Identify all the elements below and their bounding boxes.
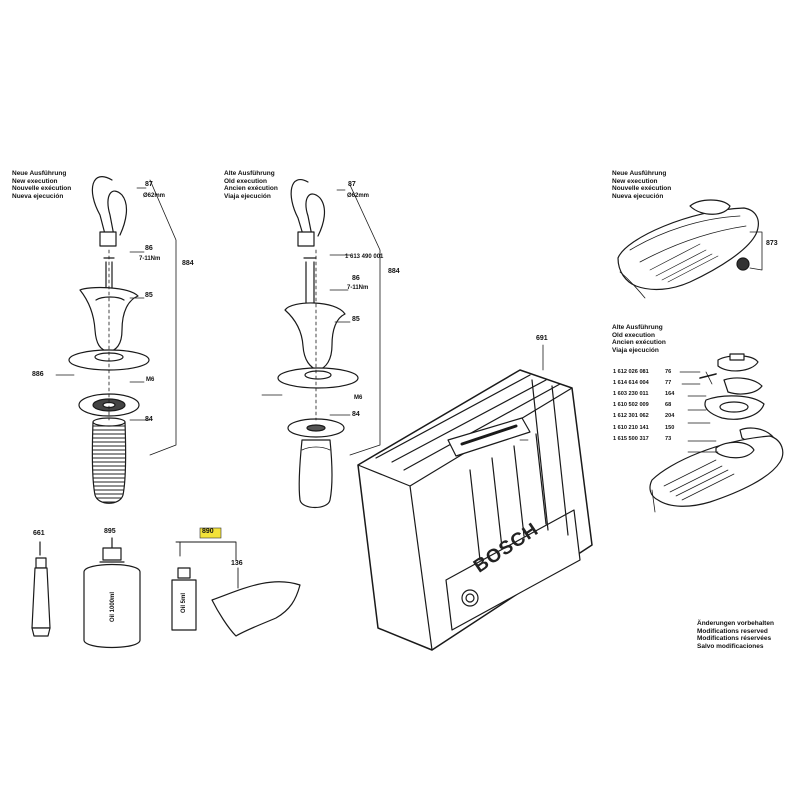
callout-85-mid: 85 xyxy=(352,316,360,323)
cover-new-execution xyxy=(617,199,763,299)
callout-d62-left: Ø62mm xyxy=(143,193,166,199)
part-number: 1 612 301 062 xyxy=(613,413,649,420)
header-line-de: Alte Ausführung xyxy=(224,170,275,177)
header-line-fr: Nouvelle exécution xyxy=(12,185,72,193)
callout-torque-left: 7-11Nm xyxy=(139,256,161,262)
footer-line-de: Änderungen vorbehalten xyxy=(697,620,774,627)
oil-1000ml-label: Oil 1000ml xyxy=(110,591,116,623)
part-ref: 73 xyxy=(665,435,672,442)
middle-handle-assembly xyxy=(261,179,381,509)
parts-number-table: 1 612 026 081 76 1 614 614 004 77 1 603 23… xyxy=(613,366,683,444)
callout-m6-mid: M6 xyxy=(354,395,363,401)
modifications-reserved-note: Änderungen vorbehalten Modifications res… xyxy=(697,620,774,650)
part-number: 1 614 614 004 xyxy=(613,379,649,386)
header-line-en: Old execution xyxy=(612,331,655,339)
callout-m6-left: M6 xyxy=(146,377,155,383)
carrying-case xyxy=(357,344,593,651)
callout-886-left: 886 xyxy=(32,371,44,378)
part-ref: 68 xyxy=(665,402,672,409)
header-line-en: New execution xyxy=(612,177,658,185)
header-line-fr: Nouvelle exécution xyxy=(612,185,672,193)
cover-old-execution xyxy=(649,353,784,513)
callout-890: 890 xyxy=(202,528,214,535)
part-number: 1 610 502 009 xyxy=(613,402,649,409)
part-number: 1 615 500 317 xyxy=(613,435,649,442)
callout-136: 136 xyxy=(231,560,243,567)
table-row: 1 612 301 062 204 xyxy=(613,411,683,422)
callout-661: 661 xyxy=(33,530,45,537)
header-new-execution-left: Neue Ausführung New execution Nouvelle e… xyxy=(12,170,71,200)
callout-84-left: 84 xyxy=(145,416,153,423)
header-new-execution-right: Neue Ausführung New execution Nouvelle e… xyxy=(612,170,671,200)
callout-84-mid: 84 xyxy=(352,411,360,418)
table-row: 1 615 500 317 73 xyxy=(613,433,683,444)
header-line-de: Alte Ausführung xyxy=(612,324,663,331)
oil-label-line: Oil xyxy=(110,614,116,623)
table-row: 1 603 230 011 164 xyxy=(613,388,683,399)
header-line-es: Viaja ejecución xyxy=(224,192,271,200)
table-row: 1 610 210 141 150 xyxy=(613,422,683,433)
header-line-fr: Ancien exécution xyxy=(224,185,278,193)
table-row: 1 614 614 004 77 xyxy=(613,377,683,388)
table-row: 1 610 502 009 68 xyxy=(613,400,683,411)
header-old-execution-right: Alte Ausführung Old execution Ancien exé… xyxy=(612,324,666,354)
header-line-es: Nueva ejecución xyxy=(612,192,664,200)
part-ref: 77 xyxy=(665,379,672,386)
highlight-890 xyxy=(199,527,222,539)
part-ref: 164 xyxy=(665,390,675,397)
callout-87-left: 87 xyxy=(145,181,153,188)
callout-873: 873 xyxy=(766,240,778,247)
oil-label-line: Oil xyxy=(181,605,187,614)
part-ref: 204 xyxy=(665,413,675,420)
part-number: 1 612 026 081 xyxy=(613,368,649,375)
header-line-en: New execution xyxy=(12,177,58,185)
part-ref: 76 xyxy=(665,368,672,375)
callout-87-mid: 87 xyxy=(348,181,356,188)
header-old-execution-mid: Alte Ausführung Old execution Ancien exé… xyxy=(224,170,278,200)
left-handle-assembly xyxy=(55,176,177,504)
accessories xyxy=(31,537,301,649)
oil-5ml-label: Oil 5ml xyxy=(181,591,187,615)
header-line-de: Neue Ausführung xyxy=(612,170,667,177)
callout-torque-mid: 7-11Nm xyxy=(347,285,369,291)
callout-part-1613490001: 1 613 490 001 xyxy=(345,254,384,260)
footer-line-es: Salvo modificaciones xyxy=(697,642,764,650)
footer-line-en: Modifications reserved xyxy=(697,627,768,635)
callout-691: 691 xyxy=(536,335,548,342)
header-line-fr: Ancien exécution xyxy=(612,339,666,347)
callout-884-mid: 884 xyxy=(388,268,400,275)
header-line-es: Nueva ejecución xyxy=(12,192,64,200)
oil-volume-line: 1000ml xyxy=(110,591,116,613)
header-line-es: Viaja ejecución xyxy=(612,346,659,354)
footer-line-fr: Modifications réservées xyxy=(697,635,772,643)
part-number: 1 610 210 141 xyxy=(613,424,649,431)
callout-884-left: 884 xyxy=(182,260,194,267)
header-line-en: Old execution xyxy=(224,177,267,185)
table-row: 1 612 026 081 76 xyxy=(613,366,683,377)
callout-895: 895 xyxy=(104,528,116,535)
part-number: 1 603 230 011 xyxy=(613,390,649,397)
callout-86-mid: 86 xyxy=(352,275,360,282)
header-line-de: Neue Ausführung xyxy=(12,170,67,177)
callout-d62-mid: Ø62mm xyxy=(347,193,370,199)
callout-86-left: 86 xyxy=(145,245,153,252)
oil-volume-line: 5ml xyxy=(181,592,187,604)
part-ref: 150 xyxy=(665,424,675,431)
callout-85-left: 85 xyxy=(145,292,153,299)
